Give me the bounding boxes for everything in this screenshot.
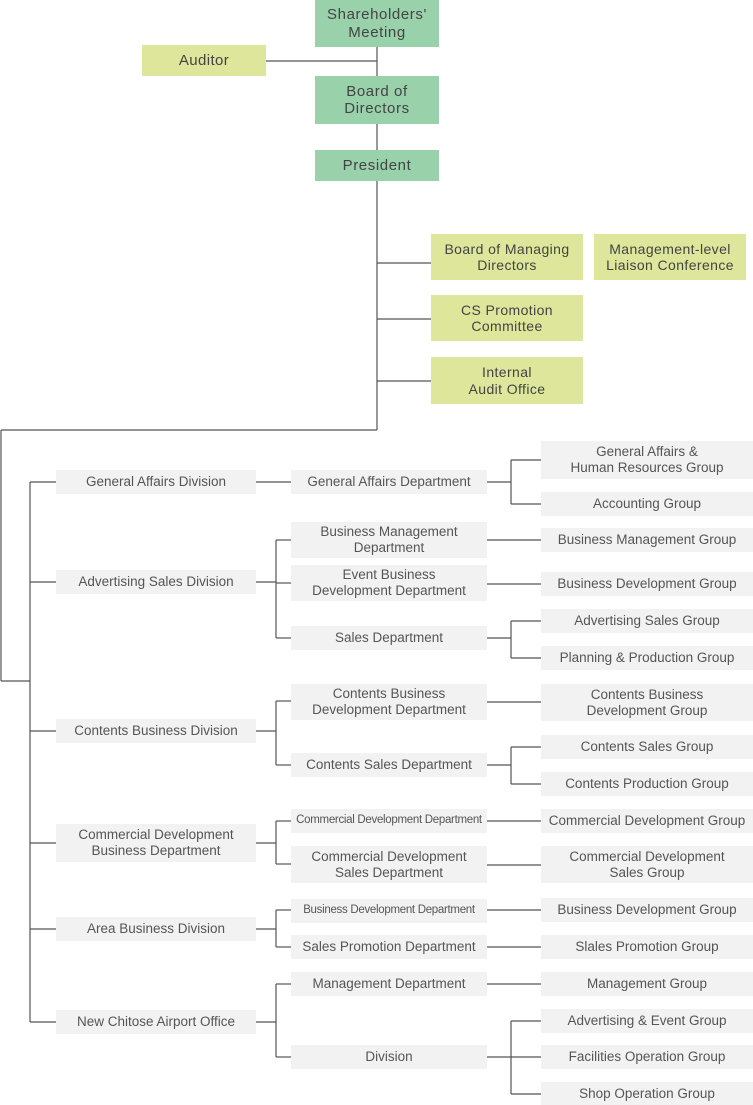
group-general-affairs-hr: General Affairs & Human Resources Group bbox=[541, 441, 753, 479]
group-advertising-event: Advertising & Event Group bbox=[541, 1009, 753, 1033]
group-sales-promotion: Slales Promotion Group bbox=[541, 935, 753, 959]
auditor-box: Auditor bbox=[142, 45, 266, 76]
group-accounting: Accounting Group bbox=[541, 492, 753, 516]
group-planning-production: Planning & Production Group bbox=[541, 646, 753, 670]
group-facilities-operation: Facilities Operation Group bbox=[541, 1045, 753, 1069]
dept-contents-business-development: Contents Business Development Department bbox=[291, 684, 487, 720]
dept-commercial-development-sales: Commercial Development Sales Department bbox=[291, 846, 487, 883]
internal-audit-office-box: Internal Audit Office bbox=[431, 357, 583, 404]
group-contents-sales: Contents Sales Group bbox=[541, 735, 753, 759]
dept-contents-sales: Contents Sales Department bbox=[291, 753, 487, 777]
group-business-management: Business Management Group bbox=[541, 528, 753, 552]
dept-division: Division bbox=[291, 1045, 487, 1069]
group-advertising-sales: Advertising Sales Group bbox=[541, 609, 753, 633]
dept-commercial-development: Commercial Development Department bbox=[291, 809, 487, 833]
group-business-development: Business Development Group bbox=[541, 572, 753, 596]
division-commercial-development: Commercial Development Business Departme… bbox=[56, 824, 256, 862]
dept-general-affairs: General Affairs Department bbox=[291, 470, 487, 494]
division-general-affairs: General Affairs Division bbox=[56, 470, 256, 494]
dept-sales: Sales Department bbox=[291, 626, 487, 650]
dept-business-management: Business Management Department bbox=[291, 522, 487, 558]
group-shop-operation: Shop Operation Group bbox=[541, 1082, 753, 1105]
shareholders-meeting-box: Shareholders' Meeting bbox=[315, 0, 439, 47]
president-box: President bbox=[315, 150, 439, 181]
cs-promotion-committee-box: CS Promotion Committee bbox=[431, 295, 583, 341]
dept-sales-promotion: Sales Promotion Department bbox=[291, 935, 487, 959]
board-of-managing-directors-box: Board of Managing Directors bbox=[431, 234, 583, 280]
group-commercial-development: Commercial Development Group bbox=[541, 809, 753, 833]
group-business-development-area: Business Development Group bbox=[541, 898, 753, 922]
group-contents-production: Contents Production Group bbox=[541, 772, 753, 796]
group-management: Management Group bbox=[541, 972, 753, 996]
dept-event-business-development: Event Business Development Department bbox=[291, 565, 487, 601]
management-liaison-conference-box: Management-level Liaison Conference bbox=[594, 234, 746, 280]
division-contents-business: Contents Business Division bbox=[56, 719, 256, 743]
board-of-directors-box: Board of Directors bbox=[315, 76, 439, 124]
division-new-chitose-airport: New Chitose Airport Office bbox=[56, 1010, 256, 1034]
group-commercial-development-sales: Commercial Development Sales Group bbox=[541, 846, 753, 883]
group-contents-business-development: Contents Business Development Group bbox=[541, 684, 753, 721]
dept-management: Management Department bbox=[291, 972, 487, 996]
dept-business-development: Business Development Department bbox=[291, 899, 487, 923]
division-area-business: Area Business Division bbox=[56, 917, 256, 941]
division-advertising-sales: Advertising Sales Division bbox=[56, 570, 256, 594]
